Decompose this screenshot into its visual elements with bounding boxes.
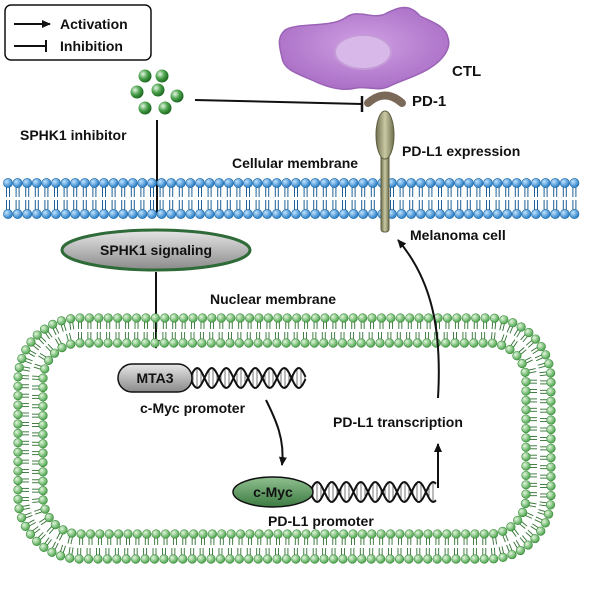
c-myc-label: c-Myc bbox=[253, 484, 293, 500]
ctl-cell bbox=[279, 8, 448, 90]
sphk1-inhibitor-spheres bbox=[131, 70, 184, 115]
pd-l1-promoter-dna bbox=[310, 482, 436, 502]
pd1-label: PD-1 bbox=[412, 93, 446, 110]
pd-l1-transcription-label: PD-L1 transcription bbox=[333, 414, 463, 430]
pd1-receptor bbox=[368, 96, 402, 104]
c-myc-promoter-dna bbox=[190, 368, 306, 388]
c-myc-promoter-label: c-Myc promoter bbox=[140, 400, 246, 416]
pd-l1-promoter-label: PD-L1 promoter bbox=[268, 513, 374, 529]
legend-activation-label: Activation bbox=[60, 16, 128, 32]
sphk1-signaling-label: SPHK1 signaling bbox=[100, 242, 212, 258]
c-myc-promoter-to-c-myc-arrow bbox=[266, 400, 283, 465]
ctl-label: CTL bbox=[452, 63, 481, 80]
nuclear-membrane-label: Nuclear membrane bbox=[210, 291, 336, 307]
sphk1-inhibitor-label: SPHK1 inhibitor bbox=[20, 127, 127, 143]
ctl-nucleus bbox=[335, 35, 391, 69]
legend-box: Activation Inhibition bbox=[5, 5, 151, 60]
pdl1-expression-label: PD-L1 expression bbox=[402, 143, 520, 159]
cellular-membrane bbox=[3, 178, 579, 218]
cellular-membrane-label: Cellular membrane bbox=[232, 155, 358, 171]
legend-inhibition-label: Inhibition bbox=[60, 38, 123, 54]
inhibition-to-pd1-line bbox=[195, 100, 362, 104]
melanoma-cell-label: Melanoma cell bbox=[410, 227, 506, 243]
mta3-label: MTA3 bbox=[136, 370, 173, 386]
